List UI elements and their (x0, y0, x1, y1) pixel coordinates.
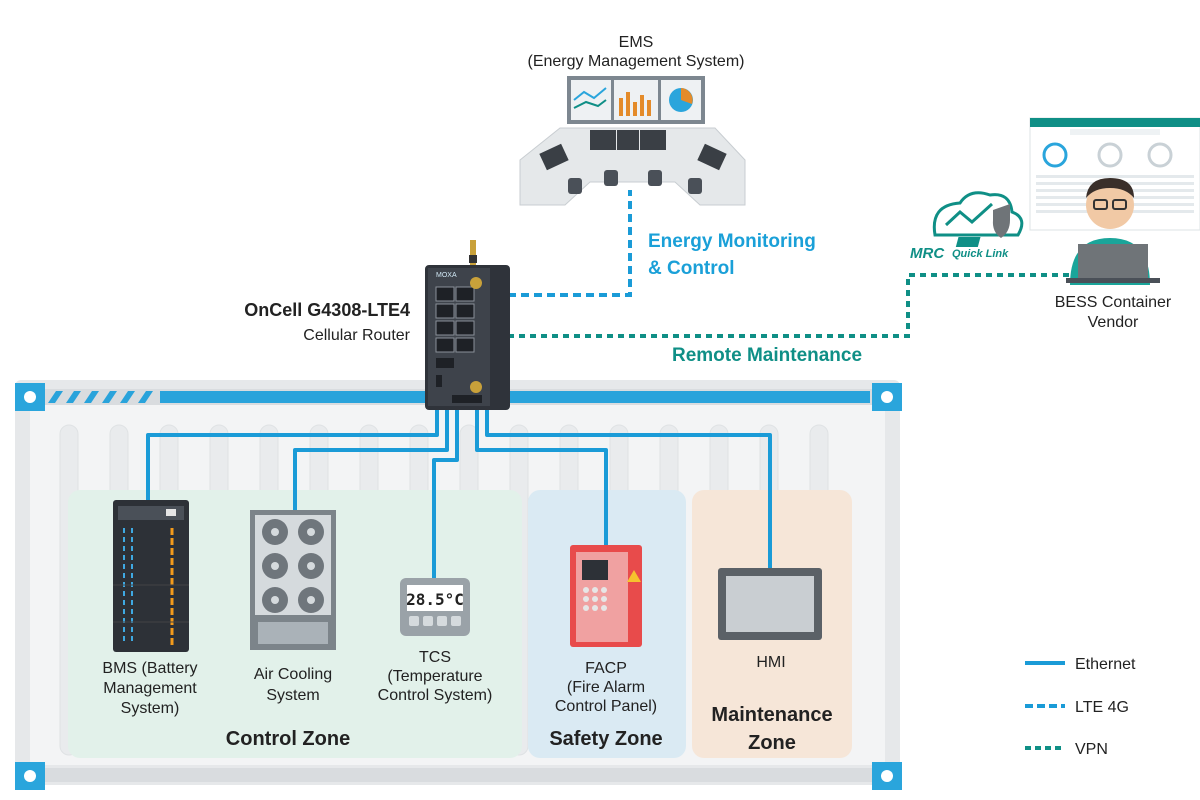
legend-lte-label: LTE 4G (1075, 699, 1129, 716)
bms-label-line1: BMS (Battery (102, 660, 197, 677)
safety-zone-label: Safety Zone (549, 728, 662, 750)
router-description: Cellular Router (303, 327, 410, 344)
vendor-label-line2: Vendor (1088, 314, 1139, 331)
mrc-cloud-icon (932, 191, 1024, 238)
bms-rack-icon (113, 500, 189, 652)
container-corners (15, 383, 902, 790)
legend-ethernet-label: Ethernet (1075, 656, 1136, 673)
hmi-screen-icon (718, 568, 822, 640)
tcs-label-line1: TCS (419, 649, 451, 666)
remote-maintenance-label: Remote Maintenance (672, 345, 862, 366)
facp-label-line3: Control Panel) (555, 698, 657, 715)
air-cooling-label-line2: System (266, 687, 319, 704)
vpn-link-remote (508, 273, 1075, 338)
mrc-tag: Ultra (1028, 240, 1043, 247)
ems-subtitle: (Energy Management System) (528, 53, 745, 70)
vendor-person-icon (1066, 178, 1160, 285)
mrc-brand: MRC (910, 245, 945, 262)
router-brand: MOXA (436, 272, 457, 279)
hmi-label: HMI (756, 654, 785, 671)
air-cooling-unit-icon (250, 510, 336, 650)
vendor-label-line1: BESS Container (1055, 294, 1172, 311)
ethernet-cables (146, 410, 772, 580)
tcs-label-line2: (Temperature (387, 668, 482, 685)
legend-vpn-label: VPN (1075, 741, 1108, 758)
mrc-sub: Quick Link (952, 248, 1009, 260)
energy-monitoring-label: Energy Monitoring (648, 231, 816, 252)
tcs-label-line3: Control System) (378, 687, 493, 704)
ems-control-room (519, 76, 746, 206)
legend: Ethernet LTE 4G VPN (1025, 656, 1136, 758)
maintenance-zone-label-line1: Maintenance (711, 704, 832, 726)
router-model: OnCell G4308-LTE4 (244, 300, 410, 320)
bms-label-line3: System) (121, 700, 180, 717)
cellular-router-device: MOXA (425, 240, 510, 410)
facp-label-line1: FACP (585, 660, 627, 677)
air-cooling-label-line1: Air Cooling (254, 666, 332, 683)
lte-link-ems (508, 190, 632, 297)
control-zone-label: Control Zone (226, 728, 350, 750)
energy-control-label: & Control (648, 258, 735, 279)
bms-label-line2: Management (103, 680, 197, 697)
facp-fire-panel-icon (570, 545, 642, 647)
tcs-display-reading: 28.5°C (406, 590, 464, 609)
facp-label-line2: (Fire Alarm (567, 679, 645, 696)
maintenance-zone-label-line2: Zone (748, 732, 796, 754)
tcs-thermostat-icon (400, 578, 470, 636)
ems-title: EMS (619, 34, 654, 51)
